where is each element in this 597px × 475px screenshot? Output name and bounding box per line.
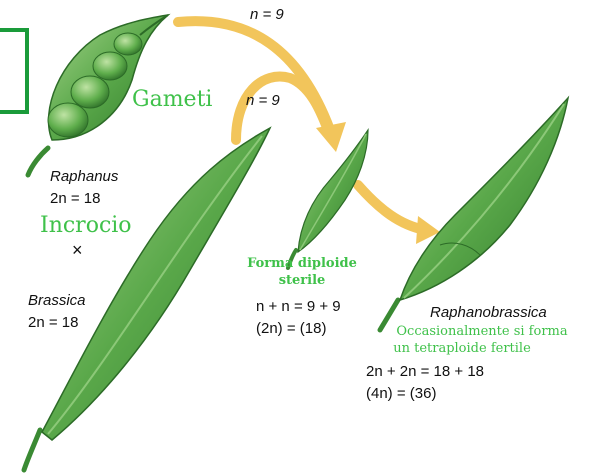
hybrid-title-line1: Forma diploide	[228, 256, 376, 271]
frame-bracket	[0, 30, 27, 112]
raphanobrassica-formula: 2n + 2n = 18 + 18	[366, 363, 484, 380]
hybrid-ploidy: (2n) = (18)	[256, 320, 326, 337]
cross-label: Incrocio	[40, 214, 132, 238]
arrow-raphanus-to-hybrid-head	[316, 122, 346, 152]
arrow-raphanus-to-hybrid	[178, 21, 330, 130]
gametes-label: Gameti	[132, 88, 212, 112]
raphanus-name: Raphanus	[50, 168, 118, 185]
raphanobrassica-pod-illustration	[380, 98, 568, 330]
raphanobrassica-name: Raphanobrassica	[430, 304, 547, 321]
hybrid-formula: n + n = 9 + 9	[256, 298, 341, 315]
raphanobrassica-ploidy: (4n) = (36)	[366, 385, 436, 402]
raphanobrassica-note-line1: Occasionalmente si forma	[372, 324, 592, 339]
raphanus-chromosomes: 2n = 18	[50, 190, 100, 207]
brassica-chromosomes: 2n = 18	[28, 314, 78, 331]
inner-arrow-label: n = 9	[246, 92, 280, 109]
top-arrow-label: n = 9	[250, 6, 284, 23]
arrow-hybrid-to-raphanobrassica	[358, 185, 425, 230]
hybrid-title-line2: sterile	[228, 273, 376, 288]
cross-symbol: ×	[72, 240, 83, 260]
hybrid-pod-illustration	[288, 130, 368, 268]
raphanobrassica-note-line2: un tetraploide fertile	[372, 341, 552, 356]
brassica-name: Brassica	[28, 292, 86, 309]
